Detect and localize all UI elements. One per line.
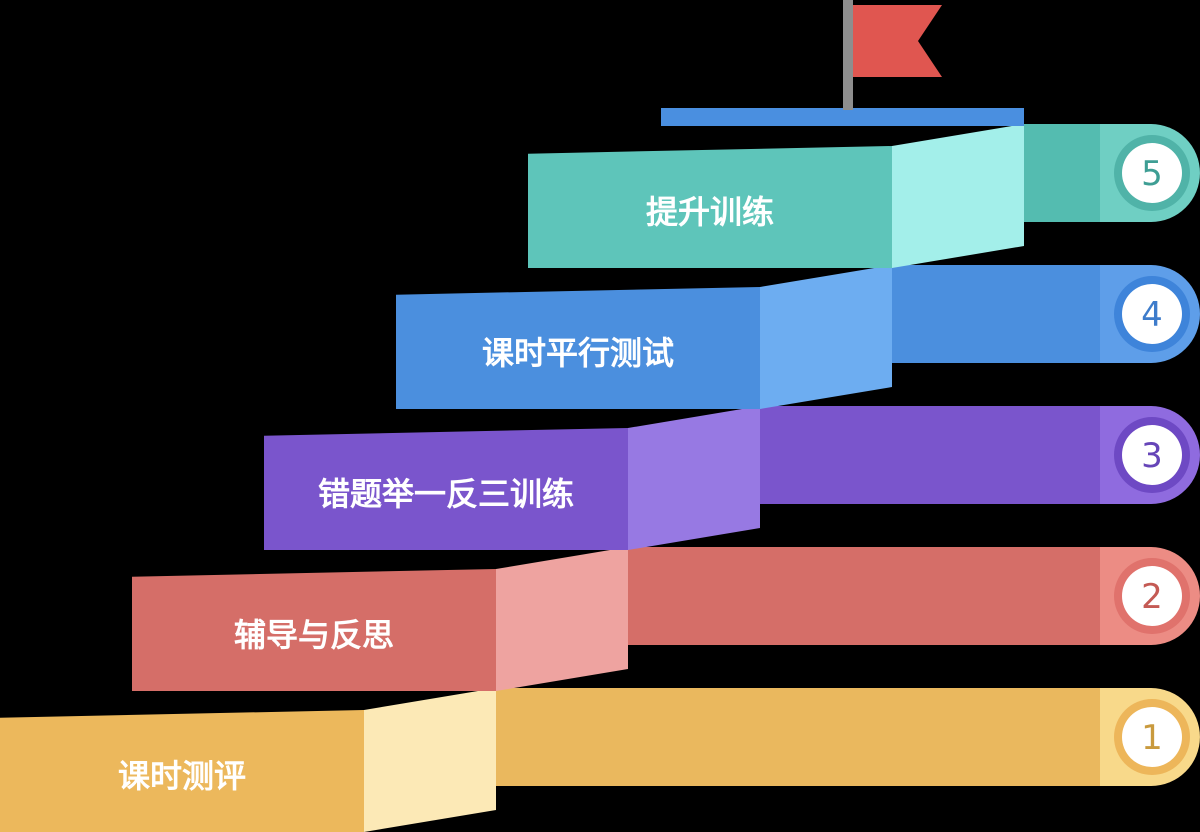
step-band-3: 3	[758, 406, 1200, 504]
step-blocks: 课时测评 辅导与反思 错题举一反三训练 课时平行测试 提升训练	[0, 124, 1024, 832]
step-label-2: 辅导与反思	[234, 616, 394, 654]
step-band-2: 2	[626, 547, 1200, 645]
step-number-5: 5	[1141, 154, 1163, 194]
step-number-disc	[1122, 143, 1182, 203]
step-block-1: 课时测评	[0, 688, 496, 832]
step-band-body	[626, 547, 1102, 645]
step-band-5: 5	[1022, 124, 1200, 222]
flag-pole	[843, 0, 853, 110]
summit	[661, 0, 1024, 126]
step-side-face	[892, 124, 1024, 268]
flag-icon	[853, 5, 942, 77]
step-bands: 1 2 3 4 5	[494, 124, 1200, 786]
step-number-disc	[1122, 284, 1182, 344]
step-band-body	[494, 688, 1102, 786]
step-side-face	[628, 406, 760, 550]
step-label-3: 错题举一反三训练	[318, 475, 574, 513]
step-label-5: 提升训练	[646, 193, 774, 231]
step-side-face	[364, 688, 496, 832]
step-block-3: 错题举一反三训练	[264, 406, 760, 550]
step-number-3: 3	[1141, 436, 1163, 476]
step-band-4: 4	[890, 265, 1200, 363]
step-number-4: 4	[1141, 295, 1163, 335]
step-side-face	[496, 547, 628, 691]
step-label-4: 课时平行测试	[482, 334, 674, 372]
step-front-face	[132, 569, 496, 691]
step-band-body	[890, 265, 1102, 363]
step-number-2: 2	[1141, 577, 1163, 617]
step-front-face	[396, 287, 760, 409]
step-band-body	[1022, 124, 1102, 222]
step-band-body	[758, 406, 1102, 504]
step-number-disc	[1122, 566, 1182, 626]
step-front-face	[0, 710, 364, 832]
step-number-1: 1	[1141, 718, 1163, 758]
step-front-face	[264, 428, 628, 550]
step-block-4: 课时平行测试	[396, 265, 892, 409]
step-front-face	[528, 146, 892, 268]
step-number-disc	[1122, 707, 1182, 767]
step-block-2: 辅导与反思	[132, 547, 628, 691]
step-number-disc	[1122, 425, 1182, 485]
step-band-1: 1	[494, 688, 1200, 786]
step-block-5: 提升训练	[528, 124, 1024, 268]
summit-platform	[661, 108, 1024, 126]
step-label-1: 课时测评	[118, 757, 246, 795]
step-side-face	[760, 265, 892, 409]
